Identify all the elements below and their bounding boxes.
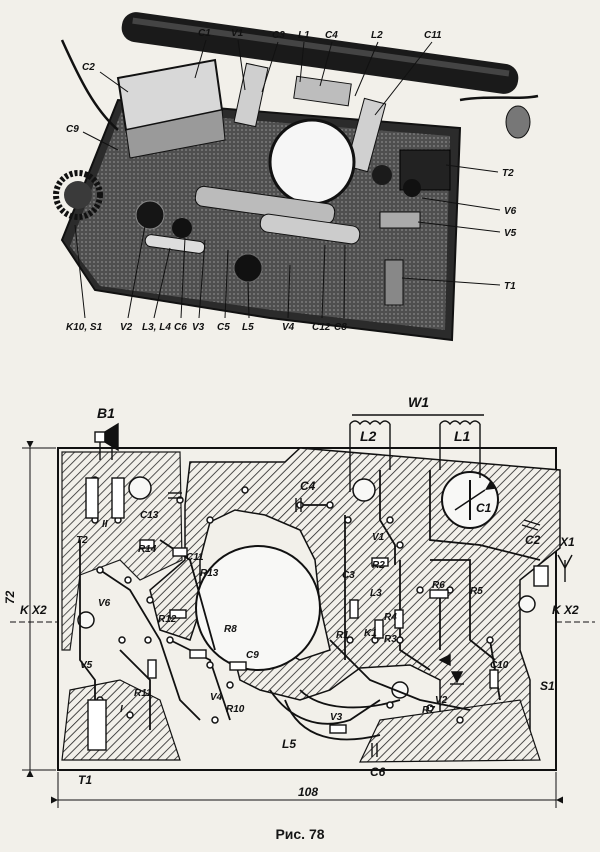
label-c10: C10	[490, 660, 509, 671]
pcb-traces	[79, 470, 541, 741]
label-v1: V1	[372, 532, 385, 543]
label-t1: T1	[78, 773, 92, 787]
component-symbols	[85, 414, 573, 757]
photo-label-l3-l4: L3, L4	[142, 322, 171, 333]
photo-label-v2: V2	[120, 322, 133, 333]
figure-caption: Рис. 78	[275, 826, 325, 842]
photo-label-c6: C6	[174, 322, 187, 333]
label-ii: II	[102, 519, 108, 530]
photo-label-c12: C12	[312, 322, 331, 333]
label-k1: K1	[364, 628, 377, 639]
label-r4: R4	[384, 612, 397, 623]
mount-hole	[518, 595, 536, 613]
photo-label-c3: C3	[272, 30, 285, 41]
label-c1: C1	[476, 501, 492, 515]
photo-label-v6: V6	[504, 206, 517, 217]
label-c11: C11	[186, 552, 204, 563]
bottom-right-copper	[359, 699, 541, 763]
label-c13: C13	[140, 510, 159, 521]
photo-label-l1: L1	[298, 30, 310, 41]
label-c6: C6	[370, 765, 386, 779]
label-kx2-left: K X2	[20, 603, 47, 617]
board-photo	[53, 12, 539, 342]
label-l1: L1	[454, 428, 471, 444]
label-r3: R3	[384, 634, 397, 645]
photo-label-v3: V3	[192, 322, 205, 333]
label-v3: V3	[330, 712, 343, 723]
speaker-b1	[94, 422, 119, 460]
mount-hole	[77, 611, 95, 629]
label-b1: B1	[97, 405, 115, 421]
photo-label-l2: L2	[371, 30, 383, 41]
label-t2: T2	[76, 535, 88, 546]
label-i: I	[120, 704, 123, 715]
label-c9: C9	[246, 650, 259, 661]
photo-label-k10-s1: K10, S1	[66, 322, 103, 333]
photo-label-v1: V1	[231, 28, 244, 39]
label-r1: R1	[336, 630, 349, 641]
label-kx2-right: K X2	[552, 603, 579, 617]
ferrite-rod	[121, 12, 531, 139]
photo-label-v4: V4	[282, 322, 295, 333]
photo-label-c4: C4	[325, 30, 338, 41]
label-s1: S1	[540, 679, 555, 693]
label-r13: R13	[200, 568, 219, 579]
dimension-height: 72	[3, 590, 17, 604]
label-l5: L5	[282, 737, 296, 751]
photo-label-t1: T1	[504, 281, 516, 292]
label-v6: V6	[98, 598, 111, 609]
dimension-width: 108	[298, 785, 318, 799]
label-r2: R2	[372, 560, 385, 571]
mount-hole	[352, 478, 376, 502]
photo-label-t2: T2	[502, 168, 514, 179]
label-v2: V2	[435, 695, 448, 706]
photo-label-c1: C1	[198, 28, 211, 39]
diagram-labels: B1 W1 L2 L1 C1 C2 X1 S1 C4 C3 C13 C11 C9…	[20, 394, 579, 787]
label-r7: R7	[422, 705, 435, 716]
bottom-left-copper	[61, 679, 181, 761]
label-c4: C4	[300, 479, 316, 493]
label-v5: V5	[80, 660, 93, 671]
photo-label-c8: C8	[334, 322, 347, 333]
label-r6: R6	[432, 580, 445, 591]
label-v4: V4	[210, 692, 223, 703]
photo-label-c2: C2	[82, 62, 95, 73]
label-r14: R14	[138, 544, 157, 555]
dimension-lines	[10, 441, 595, 808]
speaker-hole	[195, 545, 321, 671]
photo-leaders	[74, 39, 501, 319]
label-l3: L3	[370, 588, 382, 599]
label-c3: C3	[342, 570, 355, 581]
label-c2: C2	[525, 533, 541, 547]
label-l2: L2	[360, 428, 377, 444]
photo-label-c9: C9	[66, 124, 79, 135]
photo-label-c5: C5	[217, 322, 230, 333]
label-x1: X1	[559, 535, 575, 549]
photo-label-v5: V5	[504, 228, 517, 239]
label-r5: R5	[470, 586, 483, 597]
photo-label-c11: C11	[424, 30, 442, 41]
label-w1: W1	[408, 394, 429, 410]
label-r11: R11	[134, 688, 152, 699]
mount-hole	[128, 476, 152, 500]
label-r8: R8	[224, 624, 237, 635]
label-r12: R12	[158, 614, 177, 625]
photo-label-l5: L5	[242, 322, 254, 333]
label-r10: R10	[226, 704, 245, 715]
